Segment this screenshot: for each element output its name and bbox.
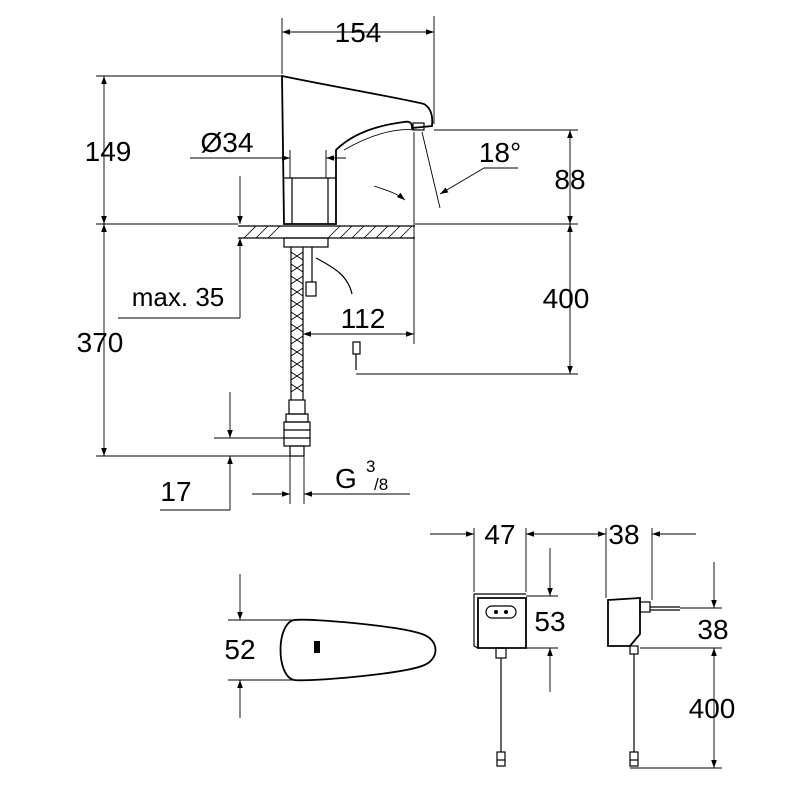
dim-hose-length: 370 xyxy=(77,327,124,358)
dim-height-total: 149 xyxy=(85,136,132,167)
dim-angle: 18° xyxy=(479,137,521,168)
dimension-lines-top xyxy=(96,16,578,511)
dim-sensor-width: 52 xyxy=(224,634,255,665)
braided-hose xyxy=(290,247,304,400)
faucet-body xyxy=(281,74,434,225)
dim-adapter-height: 53 xyxy=(534,606,565,637)
adapter-side-view xyxy=(560,528,722,769)
dim-adapter-plug: 38 xyxy=(697,614,728,645)
dim-adapter-depth: 38 xyxy=(608,519,639,550)
dim-thread: G xyxy=(335,463,357,494)
dim-reach: 112 xyxy=(341,303,386,334)
mounting-nut xyxy=(283,237,329,248)
dim-spout-height: 88 xyxy=(554,164,585,195)
dim-thread-numerator: 3 xyxy=(366,457,375,476)
countertop xyxy=(238,225,415,239)
dim-diameter: Ø34 xyxy=(201,127,254,158)
adapter-front-view xyxy=(430,528,570,767)
dim-adapter-width: 47 xyxy=(484,519,515,550)
faucet-side-view xyxy=(238,74,434,457)
dim-offset: 17 xyxy=(160,476,191,507)
sensor-window xyxy=(314,641,320,653)
dim-cable-length-top: 400 xyxy=(543,283,590,314)
aerator xyxy=(412,122,425,131)
dim-cable-length-bottom: 400 xyxy=(689,693,736,724)
dim-width-top: 154 xyxy=(335,17,382,48)
sensor-top-view xyxy=(228,574,437,718)
dim-max-thickness: max. 35 xyxy=(132,282,225,312)
dim-thread-denominator: /8 xyxy=(374,475,388,494)
dimension-labels: 154 149 Ø34 18° 88 max. 35 370 400 112 1… xyxy=(77,17,736,724)
